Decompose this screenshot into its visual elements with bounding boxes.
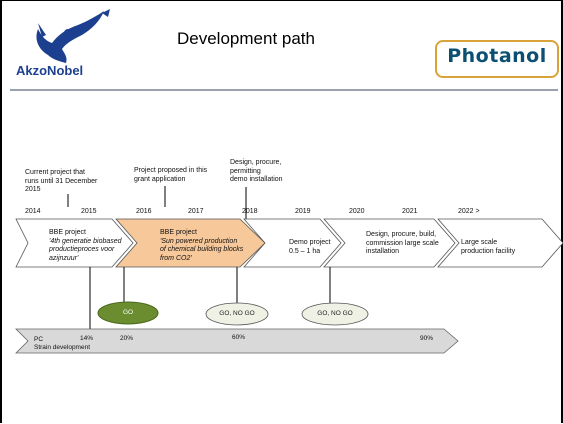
year-label: 2021 — [402, 208, 418, 215]
note-proposed-project: Project proposed in this grant applicati… — [134, 167, 208, 183]
year-label: 2020 — [349, 208, 365, 215]
step-chevron-1 — [15, 218, 134, 268]
header: AkzoNobel Development path Photanol — [2, 1, 561, 89]
page-title: Development path — [177, 29, 315, 48]
step-chevron-5 — [437, 218, 563, 268]
note-design-procure: Design, procure, permitting demo install… — [230, 159, 283, 183]
year-label: 2019 — [295, 208, 311, 215]
header-divider — [10, 89, 558, 91]
gate-go-no-go-label: GO, NO GO — [219, 310, 255, 317]
photanol-logo-text: Photanol — [447, 45, 547, 67]
step-text-5: Large scale production facility — [461, 239, 516, 255]
year-label: 2022 > — [458, 208, 480, 215]
step-chevron-3 — [243, 218, 342, 268]
akzonobel-figure-icon — [36, 9, 110, 63]
strain-milestone: 20% — [120, 335, 134, 342]
step-chevron-2 — [115, 218, 266, 268]
note-current-project: Current project that runs until 31 Decem… — [25, 169, 98, 193]
strain-bar-pc-label: PC — [34, 336, 44, 343]
strain-milestone: 90% — [420, 335, 434, 342]
gate-go-no-go-2 — [301, 302, 369, 326]
year-label: 2015 — [81, 208, 97, 215]
year-label: 2016 — [136, 208, 152, 215]
strain-development-bar — [15, 328, 459, 354]
year-label: 2018 — [242, 208, 258, 215]
step-text-1: BBE project '4th generatie biobased prod… — [49, 229, 122, 262]
year-label: 2014 — [25, 208, 41, 215]
step-text-2: BBE project 'Sun powered production of c… — [160, 229, 244, 262]
step-chevron-4 — [323, 218, 456, 268]
strain-milestone: 14% — [80, 335, 94, 342]
gate-go-no-go-label: GO, NO GO — [317, 310, 353, 317]
step-text-3: Demo project 0.5 – 1 ha — [289, 239, 331, 255]
gate-go-label: GO — [122, 309, 134, 316]
gate-go-no-go-1 — [205, 302, 269, 326]
photanol-logo: Photanol — [435, 40, 559, 78]
akzonobel-logo-text: AkzoNobel — [16, 63, 84, 78]
gate-go — [97, 301, 159, 325]
year-label: 2017 — [188, 208, 204, 215]
strain-milestone: 60% — [232, 334, 246, 341]
step-text-4: Design, procure, build, commission large… — [366, 231, 439, 255]
strain-bar-label: Strain development — [34, 344, 91, 351]
